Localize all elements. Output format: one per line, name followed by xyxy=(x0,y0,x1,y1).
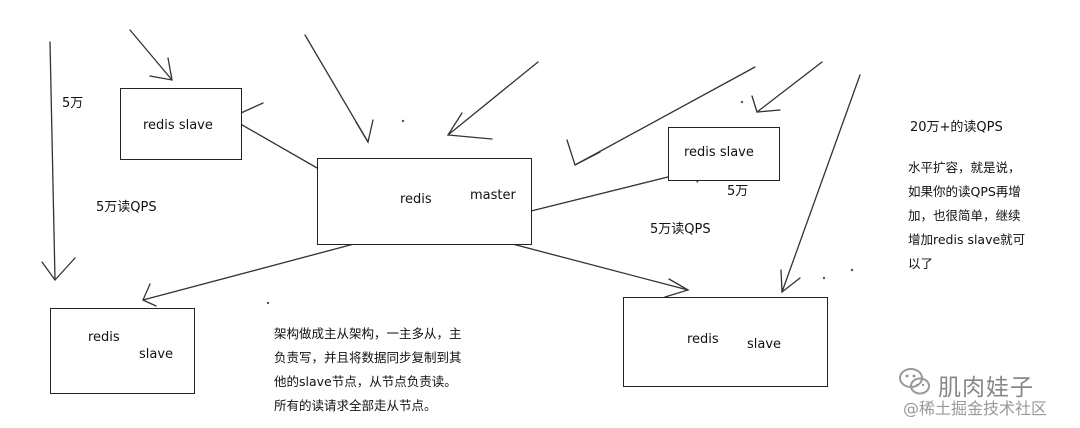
note-right-line: 加，也很简单，继续 xyxy=(908,208,1021,223)
node-slave-top-left xyxy=(120,88,242,160)
node-label-slave-right-small: redis slave xyxy=(684,145,754,160)
note-center: 架构做成主从架构，一主多从，主 负责写，并且将数据同步复制到其 他的slave节… xyxy=(274,322,462,418)
arrow-left-vertical xyxy=(49,41,56,281)
label-left-5wan: 5万 xyxy=(62,96,84,111)
node-label-slave-bottom-left-redis: redis xyxy=(88,330,120,345)
arrow-long-top-right xyxy=(574,66,756,166)
dot-mark xyxy=(401,119,405,123)
node-label-master-master: master xyxy=(470,188,516,203)
dot-mark xyxy=(822,276,826,280)
note-right-line: 如果你的读QPS再增 xyxy=(908,184,1021,199)
note-right-line: 水平扩容，就是说， xyxy=(908,160,1021,175)
note-right-line: 增加redis slave就可 xyxy=(908,232,1026,247)
arrowhead-master-left xyxy=(355,119,374,144)
node-label-master-redis: redis xyxy=(400,192,432,207)
arrowhead-slave-bottom-right xyxy=(664,278,690,298)
arrow-into-master-right xyxy=(447,61,539,136)
wechat-icon xyxy=(899,368,930,395)
watermark-account: 肌肉娃子 xyxy=(938,375,1034,401)
arrowhead-left-vertical xyxy=(41,257,76,282)
label-left-qps: 5万读QPS xyxy=(96,200,157,215)
node-label-slave-bottom-right-slave: slave xyxy=(747,337,782,352)
arrow-into-top-left-slave xyxy=(129,29,173,81)
dot-mark xyxy=(740,100,744,104)
arrow-into-slave-right-small xyxy=(756,61,823,113)
label-right-5wan: 5万 xyxy=(727,184,749,199)
node-label-slave-bottom-right-redis: redis xyxy=(687,332,719,347)
node-label-slave-bottom-left-slave: slave xyxy=(139,347,174,362)
arrowhead-long-top-right xyxy=(566,139,601,166)
node-slave-bottom-right xyxy=(623,297,828,387)
label-mid-qps: 5万读QPS xyxy=(650,222,711,237)
arrowhead-slave-right-small xyxy=(751,95,781,113)
arrowhead-into-slave-bottom-right xyxy=(780,269,801,294)
arrowhead-master-right xyxy=(446,112,493,140)
note-right-title: 20万+的读QPS xyxy=(910,120,1003,135)
dot-mark xyxy=(850,268,854,272)
arrow-into-slave-bottom-right xyxy=(781,74,861,293)
node-slave-right-small xyxy=(668,127,780,181)
note-center-line: 架构做成主从架构，一主多从，主 xyxy=(274,326,462,341)
note-right-line: 以了 xyxy=(908,256,934,271)
arrowhead-slave-bottom-left xyxy=(142,283,157,307)
node-label-slave-top-left: redis slave xyxy=(143,118,213,133)
node-slave-bottom-left xyxy=(50,308,195,394)
node-master xyxy=(317,158,532,245)
arrowhead-top-left-slave xyxy=(149,57,173,81)
watermark-site: @稀土掘金技术社区 xyxy=(903,399,1048,418)
note-center-line: 负责写，并且将数据同步复制到其 xyxy=(274,350,462,365)
dot-mark xyxy=(266,301,270,305)
note-center-line: 所有的读请求全部走从节点。 xyxy=(274,398,437,413)
note-right: 水平扩容，就是说， 如果你的读QPS再增 加，也很简单，继续 增加redis s… xyxy=(908,156,1025,276)
note-center-line: 他的slave节点，从节点负责读。 xyxy=(274,374,457,389)
